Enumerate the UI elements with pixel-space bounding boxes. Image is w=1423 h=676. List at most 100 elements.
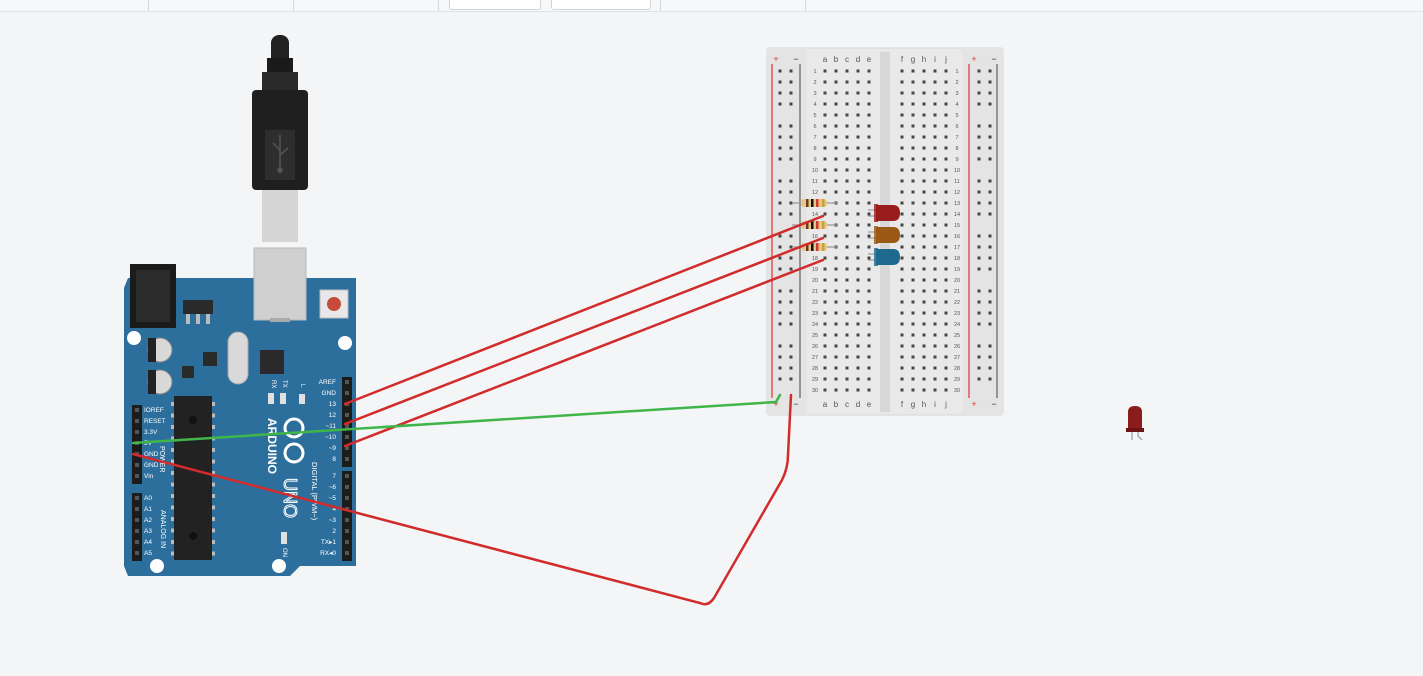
rail-hole[interactable] — [977, 124, 981, 128]
breadboard-hole[interactable] — [944, 135, 948, 139]
breadboard-hole[interactable] — [922, 190, 926, 194]
breadboard-hole[interactable] — [867, 124, 871, 128]
rail-hole[interactable] — [988, 234, 992, 238]
breadboard-hole[interactable] — [856, 366, 860, 370]
breadboard-hole[interactable] — [933, 179, 937, 183]
breadboard-hole[interactable] — [922, 344, 926, 348]
breadboard-hole[interactable] — [845, 388, 849, 392]
breadboard-hole[interactable] — [900, 223, 904, 227]
breadboard-hole[interactable] — [933, 245, 937, 249]
rail-hole[interactable] — [988, 322, 992, 326]
rail-hole[interactable] — [988, 157, 992, 161]
header-pin[interactable] — [345, 540, 349, 544]
rail-hole[interactable] — [988, 102, 992, 106]
header-pin[interactable] — [345, 457, 349, 461]
breadboard-hole[interactable] — [911, 289, 915, 293]
breadboard-hole[interactable] — [911, 267, 915, 271]
breadboard-hole[interactable] — [867, 278, 871, 282]
breadboard-hole[interactable] — [834, 366, 838, 370]
rail-hole[interactable] — [778, 311, 782, 315]
breadboard-hole[interactable] — [856, 333, 860, 337]
rail-hole[interactable] — [789, 355, 793, 359]
rail-hole[interactable] — [988, 135, 992, 139]
breadboard-hole[interactable] — [867, 179, 871, 183]
breadboard-hole[interactable] — [911, 168, 915, 172]
breadboard-hole[interactable] — [900, 377, 904, 381]
breadboard-hole[interactable] — [856, 113, 860, 117]
rail-hole[interactable] — [789, 80, 793, 84]
breadboard-hole[interactable] — [900, 201, 904, 205]
breadboard-hole[interactable] — [944, 80, 948, 84]
breadboard-hole[interactable] — [900, 300, 904, 304]
wire-pin13-to-row14[interactable] — [343, 214, 825, 406]
rail-hole[interactable] — [988, 245, 992, 249]
breadboard-hole[interactable] — [922, 289, 926, 293]
rail-hole[interactable] — [778, 245, 782, 249]
header-pin[interactable] — [345, 391, 349, 395]
rail-hole[interactable] — [778, 190, 782, 194]
breadboard-hole[interactable] — [856, 234, 860, 238]
breadboard-hole[interactable] — [911, 300, 915, 304]
breadboard-hole[interactable] — [856, 91, 860, 95]
reset-button[interactable] — [319, 289, 349, 319]
breadboard-hole[interactable] — [933, 190, 937, 194]
breadboard-hole[interactable] — [845, 333, 849, 337]
breadboard-hole[interactable] — [944, 366, 948, 370]
breadboard-hole[interactable] — [911, 80, 915, 84]
rail-hole[interactable] — [778, 179, 782, 183]
header-pin[interactable] — [345, 380, 349, 384]
breadboard-hole[interactable] — [944, 212, 948, 216]
rail-hole[interactable] — [977, 234, 981, 238]
rail-hole[interactable] — [977, 355, 981, 359]
header-pin[interactable] — [345, 485, 349, 489]
breadboard-hole[interactable] — [922, 388, 926, 392]
breadboard-hole[interactable] — [823, 311, 827, 315]
breadboard-hole[interactable] — [922, 300, 926, 304]
breadboard-hole[interactable] — [900, 179, 904, 183]
rail-hole[interactable] — [778, 69, 782, 73]
breadboard-hole[interactable] — [933, 223, 937, 227]
breadboard-hole[interactable] — [900, 245, 904, 249]
breadboard-hole[interactable] — [933, 267, 937, 271]
rail-hole[interactable] — [988, 212, 992, 216]
breadboard-hole[interactable] — [834, 190, 838, 194]
breadboard-hole[interactable] — [900, 113, 904, 117]
breadboard-hole[interactable] — [834, 69, 838, 73]
rail-hole[interactable] — [778, 124, 782, 128]
breadboard-hole[interactable] — [856, 289, 860, 293]
breadboard-hole[interactable] — [900, 69, 904, 73]
rail-hole[interactable] — [789, 300, 793, 304]
breadboard-hole[interactable] — [944, 146, 948, 150]
breadboard-hole[interactable] — [911, 69, 915, 73]
breadboard-hole[interactable] — [933, 333, 937, 337]
breadboard-hole[interactable] — [900, 102, 904, 106]
rail-hole[interactable] — [977, 267, 981, 271]
breadboard-hole[interactable] — [834, 344, 838, 348]
breadboard-hole[interactable] — [867, 113, 871, 117]
breadboard-hole[interactable] — [933, 91, 937, 95]
breadboard-hole[interactable] — [933, 168, 937, 172]
breadboard-hole[interactable] — [834, 102, 838, 106]
breadboard-hole[interactable] — [911, 190, 915, 194]
breadboard-hole[interactable] — [911, 157, 915, 161]
breadboard-hole[interactable] — [823, 168, 827, 172]
breadboard-hole[interactable] — [823, 124, 827, 128]
breadboard-hole[interactable] — [911, 344, 915, 348]
breadboard-hole[interactable] — [867, 234, 871, 238]
breadboard-hole[interactable] — [834, 234, 838, 238]
breadboard-hole[interactable] — [867, 102, 871, 106]
breadboard-hole[interactable] — [845, 377, 849, 381]
analog-header[interactable] — [132, 493, 142, 561]
breadboard-hole[interactable] — [944, 179, 948, 183]
breadboard-hole[interactable] — [933, 366, 937, 370]
rail-hole[interactable] — [977, 366, 981, 370]
breadboard-hole[interactable] — [823, 366, 827, 370]
circuit-canvas[interactable]: RX TX L ON ARDUINO UNO DIGITAL (PWM~) PO… — [0, 12, 1423, 676]
breadboard-hole[interactable] — [911, 245, 915, 249]
breadboard-hole[interactable] — [900, 278, 904, 282]
breadboard-hole[interactable] — [922, 146, 926, 150]
rail-hole[interactable] — [988, 80, 992, 84]
rail-hole[interactable] — [778, 102, 782, 106]
breadboard-hole[interactable] — [900, 168, 904, 172]
breadboard-hole[interactable] — [867, 289, 871, 293]
